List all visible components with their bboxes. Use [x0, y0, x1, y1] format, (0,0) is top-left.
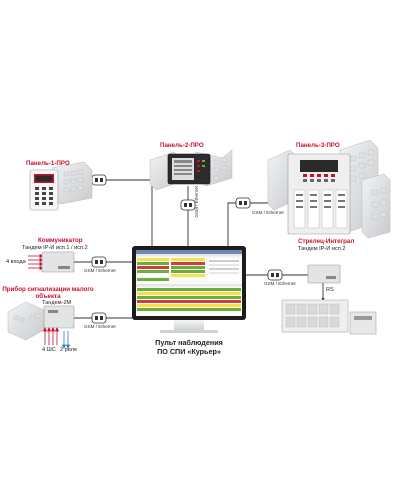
small-object-zones: 4 ШС [42, 347, 56, 353]
panel2-title: Панель-2-ПРО [160, 142, 204, 149]
panel1-title: Панель-1-ПРО [26, 160, 70, 167]
connector-icon-panel1 [91, 174, 107, 186]
small-object-building-icon [7, 301, 45, 341]
small-object-relay-arrows [61, 331, 71, 349]
panel1-building-icon [51, 161, 93, 205]
connection-label-panel2: GSM / Ethernet [194, 186, 199, 218]
connection-label-strelets: GSM / Ethernet [264, 281, 296, 286]
small-object-relays: 2 реле [60, 347, 78, 353]
communicator-inputs: 4 входа [6, 259, 26, 265]
monitor-title-line1: Пульт наблюдения [155, 338, 223, 347]
monitor-icon [132, 246, 246, 333]
panel3-title: Панель-3-ПРО [296, 142, 340, 149]
panel1-device-icon [29, 169, 59, 211]
connector-icon-small-object [91, 312, 107, 324]
monitor-title-line2: ПО СПИ «Курьер» [157, 347, 221, 356]
panel3-device-icon [287, 153, 351, 235]
panel2-device-icon [167, 153, 211, 185]
connector-icon-panel3 [235, 197, 251, 209]
small-object-device-icon [43, 305, 75, 329]
small-object-title: Прибор сигнализации малого объекта [2, 286, 94, 301]
connection-label-small-object: GSM / Ethernet [84, 324, 116, 329]
small-object-subtitle: Тандем-2М [42, 300, 72, 306]
connector-icon-strelets [267, 269, 283, 281]
communicator-subtitle: Тандем IP-И исп.1 / исп.2 [22, 245, 88, 251]
communicator-device-icon [41, 251, 75, 273]
connection-label-panel3: GSM / Ethernet [252, 210, 284, 215]
communicator-input-arrows [28, 253, 44, 271]
strelets-bus-arrow [321, 298, 325, 301]
small-object-zone-arrows [42, 327, 60, 345]
strelets-device-icon [307, 264, 341, 284]
strelets-subtitle: Тандем IP-И исп.2 [298, 246, 346, 252]
strelets-modules-icon [281, 299, 377, 335]
strelets-bus-label: RS [326, 287, 334, 293]
connector-icon-panel2 [180, 199, 196, 211]
line-panel1 [84, 179, 153, 248]
connection-label-communicator: GSM / Ethernet [84, 268, 116, 273]
connector-icon-communicator [91, 256, 107, 268]
strelets-title: Стрелец-Интеграл [298, 238, 355, 245]
communicator-title: Коммуникатор [38, 237, 83, 244]
